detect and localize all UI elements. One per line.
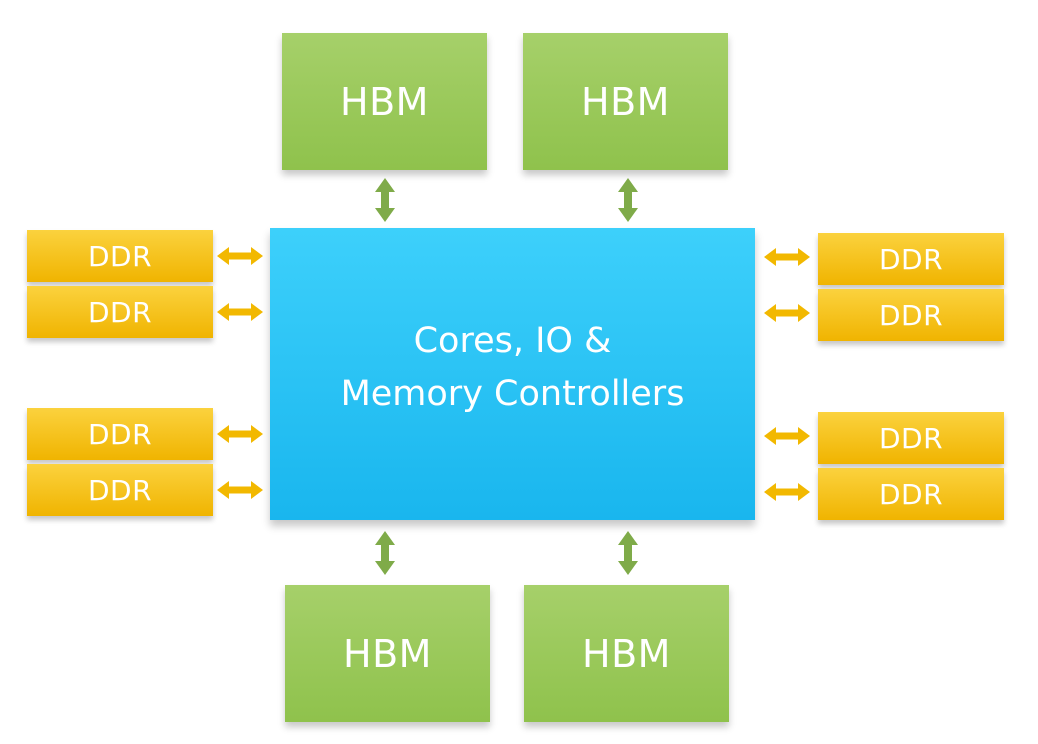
hbm-label: HBM	[581, 79, 670, 124]
ddr-right-3: DDR	[818, 412, 1004, 464]
ddr-right-2: DDR	[818, 289, 1004, 341]
ddr-link-arrow-right-2	[764, 304, 810, 322]
hbm-top-right: HBM	[523, 33, 728, 170]
ddr-link-arrow-right-1	[764, 248, 810, 266]
ddr-link-arrow-left-1	[217, 247, 263, 265]
ddr-left-1: DDR	[27, 230, 213, 282]
hbm-link-arrow-bottom-right	[618, 531, 638, 575]
ddr-left-4: DDR	[27, 464, 213, 516]
ddr-right-1: DDR	[818, 233, 1004, 285]
ddr-link-arrow-left-4	[217, 481, 263, 499]
ddr-link-arrow-left-2	[217, 303, 263, 321]
hbm-link-arrow-top-left	[375, 178, 395, 222]
hbm-label: HBM	[340, 79, 429, 124]
hbm-bottom-right: HBM	[524, 585, 729, 722]
core-label-line2: Memory Controllers	[340, 374, 685, 414]
core-label-line1: Cores, IO &	[413, 321, 612, 361]
ddr-left-2: DDR	[27, 286, 213, 338]
ddr-label: DDR	[878, 421, 944, 455]
ddr-label: DDR	[87, 295, 153, 329]
ddr-link-arrow-left-3	[217, 425, 263, 443]
ddr-link-arrow-right-3	[764, 427, 810, 445]
cores-io-memory-controllers-block: Cores, IO & Memory Controllers	[270, 228, 755, 520]
ddr-label: DDR	[87, 239, 153, 273]
ddr-left-3: DDR	[27, 408, 213, 460]
hbm-label: HBM	[582, 631, 671, 676]
hbm-top-left: HBM	[282, 33, 487, 170]
ddr-label: DDR	[87, 417, 153, 451]
hbm-bottom-left: HBM	[285, 585, 490, 722]
ddr-label: DDR	[878, 477, 944, 511]
ddr-label: DDR	[87, 473, 153, 507]
ddr-right-4: DDR	[818, 468, 1004, 520]
ddr-label: DDR	[878, 242, 944, 276]
ddr-label: DDR	[878, 298, 944, 332]
hbm-link-arrow-bottom-left	[375, 531, 395, 575]
hbm-label: HBM	[343, 631, 432, 676]
hbm-link-arrow-top-right	[618, 178, 638, 222]
ddr-link-arrow-right-4	[764, 483, 810, 501]
